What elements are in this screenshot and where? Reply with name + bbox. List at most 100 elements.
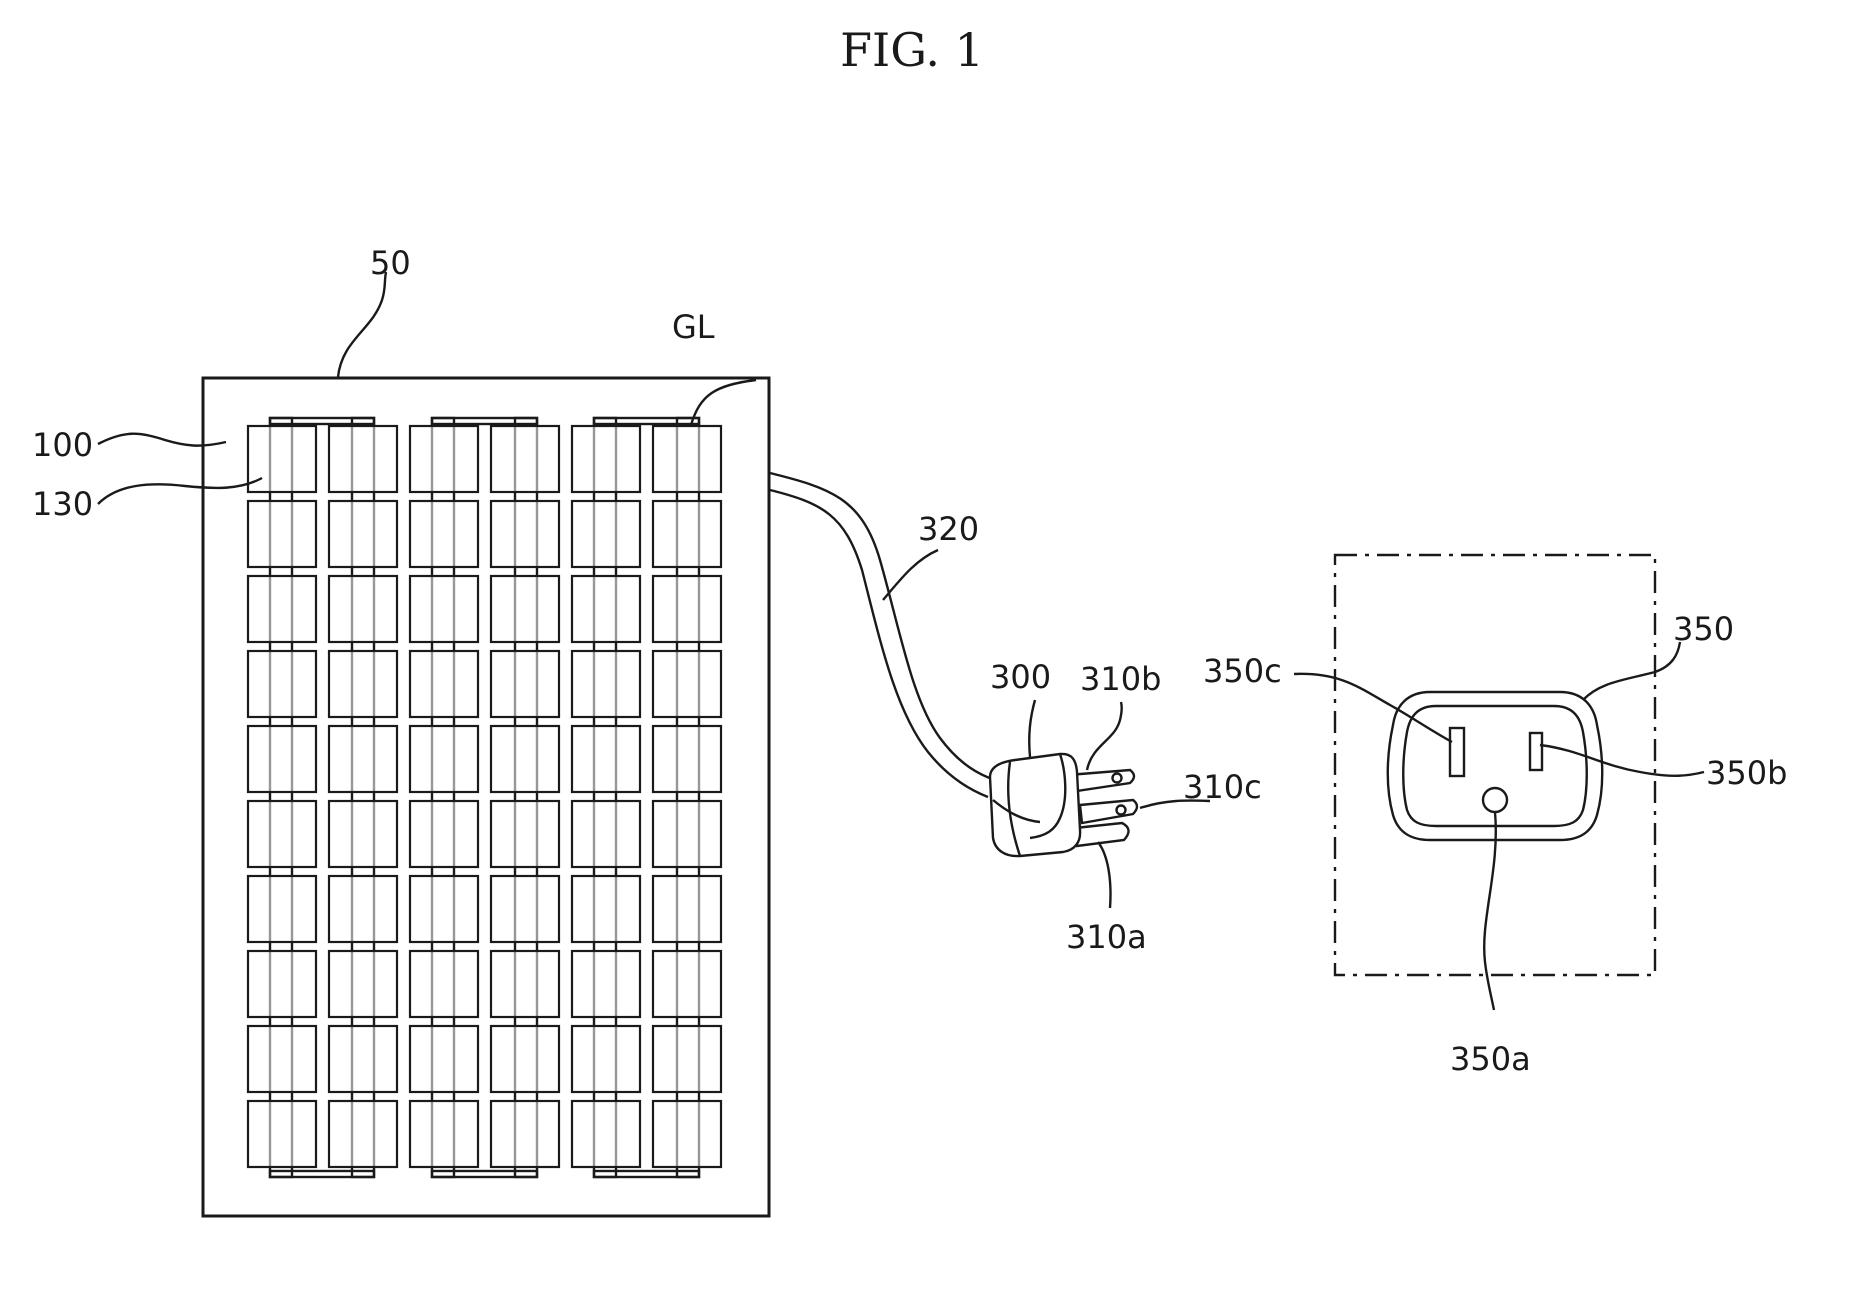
solar-cell bbox=[572, 1026, 640, 1092]
solar-cell bbox=[248, 501, 316, 567]
solar-cell bbox=[491, 951, 559, 1017]
outlet-plate bbox=[1335, 555, 1655, 975]
solar-cell bbox=[653, 1026, 721, 1092]
solar-cell bbox=[329, 726, 397, 792]
leader-350b bbox=[1540, 745, 1704, 776]
solar-cell bbox=[248, 1101, 316, 1167]
solar-cell bbox=[410, 651, 478, 717]
bus-bar-connector bbox=[270, 418, 374, 424]
outlet-slot-350c bbox=[1450, 728, 1464, 776]
solar-cell bbox=[329, 651, 397, 717]
leader-gl bbox=[691, 380, 756, 425]
solar-cell bbox=[248, 651, 316, 717]
solar-cell bbox=[329, 426, 397, 492]
leader-130 bbox=[98, 478, 262, 504]
label-prong-b: 310b bbox=[1080, 660, 1161, 698]
solar-cell bbox=[410, 426, 478, 492]
solar-cell bbox=[572, 1101, 640, 1167]
solar-cell bbox=[653, 801, 721, 867]
leader-350a bbox=[1484, 812, 1496, 1010]
label-outlet-c: 350c bbox=[1203, 652, 1282, 690]
solar-cell bbox=[248, 576, 316, 642]
solar-cell bbox=[410, 801, 478, 867]
solar-cell bbox=[410, 1026, 478, 1092]
solar-cell bbox=[572, 726, 640, 792]
leader-310b bbox=[1087, 702, 1122, 770]
solar-cell bbox=[491, 651, 559, 717]
solar-cell bbox=[248, 1026, 316, 1092]
label-cable: 320 bbox=[918, 510, 979, 548]
plug-body bbox=[990, 754, 1080, 856]
solar-cell bbox=[248, 951, 316, 1017]
solar-cell bbox=[491, 1101, 559, 1167]
label-outlet: 350 bbox=[1673, 610, 1734, 648]
label-prong-c: 310c bbox=[1183, 768, 1262, 806]
leader-310a bbox=[1098, 842, 1111, 908]
bus-bar-connector bbox=[270, 1171, 374, 1177]
solar-cell bbox=[572, 426, 640, 492]
solar-cell bbox=[491, 876, 559, 942]
solar-cell bbox=[491, 576, 559, 642]
solar-cell bbox=[329, 576, 397, 642]
solar-cell bbox=[653, 576, 721, 642]
outlet-slot-350b bbox=[1530, 733, 1542, 770]
bus-bar-connector bbox=[432, 1171, 537, 1177]
solar-cell bbox=[248, 801, 316, 867]
solar-cell bbox=[653, 1101, 721, 1167]
solar-cell bbox=[410, 501, 478, 567]
leader-300 bbox=[1029, 700, 1035, 757]
plug bbox=[990, 754, 1137, 856]
solar-cell bbox=[248, 726, 316, 792]
solar-cell bbox=[329, 1101, 397, 1167]
solar-cell bbox=[653, 876, 721, 942]
solar-cell bbox=[248, 876, 316, 942]
label-outlet-a: 350a bbox=[1450, 1040, 1531, 1078]
solar-cell bbox=[653, 501, 721, 567]
solar-cell bbox=[329, 801, 397, 867]
figure-title: FIG. 1 bbox=[840, 23, 984, 77]
bus-bar-connector bbox=[594, 418, 699, 424]
solar-cell bbox=[491, 1026, 559, 1092]
solar-cell bbox=[329, 876, 397, 942]
bus-bar-connector bbox=[594, 1171, 699, 1177]
solar-cell bbox=[329, 501, 397, 567]
leader-50 bbox=[338, 272, 386, 377]
prong-310c bbox=[1080, 800, 1137, 823]
solar-cell bbox=[248, 426, 316, 492]
solar-cell bbox=[410, 1101, 478, 1167]
solar-cell bbox=[572, 576, 640, 642]
solar-cell bbox=[329, 1026, 397, 1092]
solar-cell bbox=[491, 801, 559, 867]
solar-cell bbox=[653, 726, 721, 792]
solar-cell bbox=[572, 501, 640, 567]
label-glass-line: GL bbox=[672, 308, 715, 346]
outlet-ground-350a bbox=[1483, 788, 1507, 812]
solar-cell bbox=[410, 951, 478, 1017]
label-prong-a: 310a bbox=[1066, 918, 1147, 956]
leader-350 bbox=[1583, 642, 1680, 700]
cell-grid bbox=[248, 426, 721, 1167]
solar-cell bbox=[410, 876, 478, 942]
label-cell: 130 bbox=[32, 485, 93, 523]
solar-cell bbox=[572, 801, 640, 867]
label-plug: 300 bbox=[990, 658, 1051, 696]
solar-cell bbox=[329, 951, 397, 1017]
label-substrate: 100 bbox=[32, 426, 93, 464]
solar-cell bbox=[572, 951, 640, 1017]
solar-cell bbox=[572, 876, 640, 942]
outlet-receptacle-inner bbox=[1403, 706, 1587, 826]
outlet bbox=[1335, 555, 1655, 975]
leader-100 bbox=[98, 434, 226, 446]
solar-cell bbox=[653, 651, 721, 717]
solar-module bbox=[203, 378, 769, 1216]
solar-cell bbox=[491, 726, 559, 792]
solar-cell bbox=[572, 651, 640, 717]
prong-310a bbox=[1075, 823, 1129, 846]
label-module: 50 bbox=[370, 244, 411, 282]
leader-320 bbox=[883, 550, 938, 600]
solar-cell bbox=[653, 426, 721, 492]
solar-cell bbox=[653, 951, 721, 1017]
label-outlet-b: 350b bbox=[1706, 754, 1787, 792]
bus-bar-connector bbox=[432, 418, 537, 424]
